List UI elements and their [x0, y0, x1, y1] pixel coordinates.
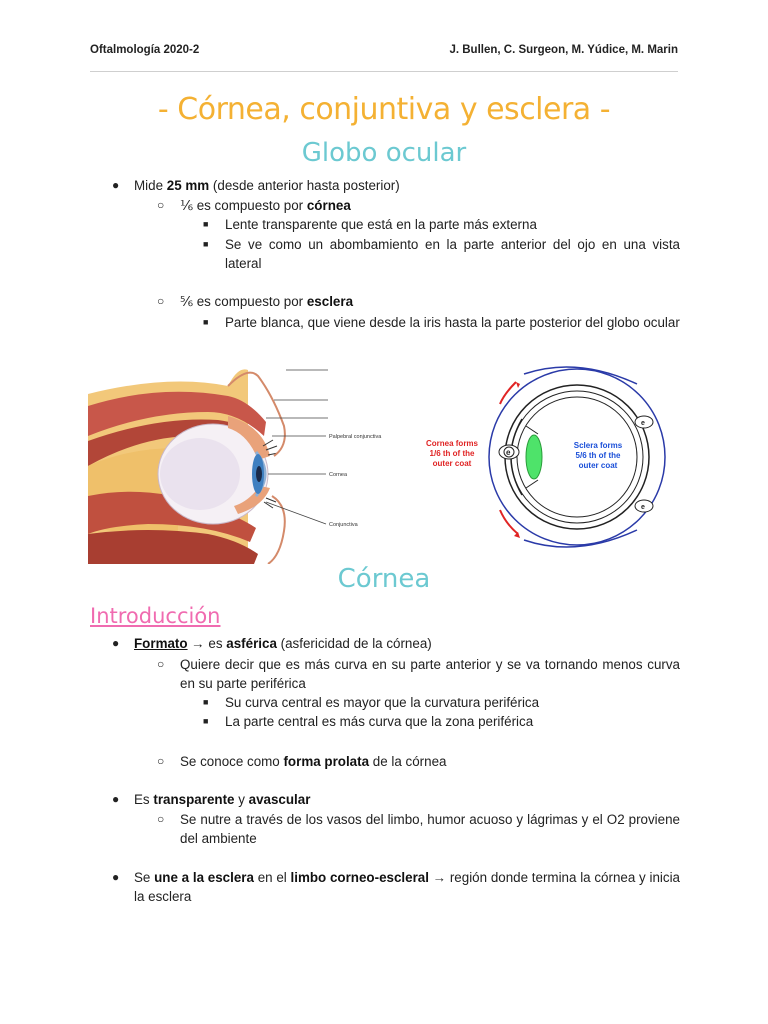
bullet-esclera-sixth: ⅚ es compuesto por esclera [180, 294, 354, 309]
bullet-l1: ● [112, 636, 120, 650]
bullet-l3: ■ [203, 697, 209, 707]
document-title: - Córnea, conjuntiva y esclera - [157, 92, 611, 127]
sclera-label-line2: 5/6 th of the [576, 451, 621, 460]
eye-anatomy-figure: Palpebral conjunctiva Cornea Conjunctiva [88, 356, 398, 564]
cornea-label-line1: Cornea forms [426, 439, 479, 448]
bullet-lente: Lente transparente que está en la parte … [225, 217, 537, 232]
bullet-nutre: Se nutre a través de los vasos del limbo… [180, 812, 680, 846]
bullet-l3: ■ [203, 317, 209, 327]
bullet-limbo: Se une a la esclera en el limbo corneo-e… [134, 870, 681, 904]
bullet-l2: ○ [157, 198, 165, 212]
cornea-label-line3: outer coat [433, 459, 472, 468]
svg-text:e: e [641, 420, 645, 427]
bullet-l3: ■ [203, 239, 209, 249]
eye-logo-icon: e [498, 444, 520, 460]
sclera-label-line3: outer coat [579, 461, 618, 470]
eye-logo-icon: e [634, 415, 654, 429]
subheading-introduccion: Introducción [90, 604, 221, 628]
bullet-l2: ○ [157, 812, 165, 826]
eye-coat-diagram: e e e Cornea forms 1/6 th of the outer c… [412, 364, 682, 550]
label-palpebral-conjunctiva: Palpebral conjunctiva [329, 434, 382, 440]
bullet-parte-central: La parte central es más curva que la zon… [225, 714, 534, 729]
bullet-l3: ■ [203, 716, 209, 726]
svg-text:e: e [641, 504, 645, 511]
svg-text:e: e [506, 448, 511, 457]
bullet-parte-blanca: Parte blanca, que viene desde la iris ha… [225, 315, 680, 330]
header-course: Oftalmología 2020-2 [90, 44, 200, 56]
bullet-transparente: Es transparente y avascular [134, 792, 311, 807]
bullet-l2: ○ [157, 754, 165, 768]
bullet-mide: Mide 25 mm (desde anterior hasta posteri… [134, 178, 400, 193]
bullet-l1: ● [112, 870, 120, 884]
cornea-label-line2: 1/6 th of the [430, 449, 475, 458]
header-divider [90, 71, 678, 72]
bullet-formato: Formato → es asférica (asfericidad de la… [134, 636, 432, 651]
sclera-label-line1: Sclera forms [574, 441, 623, 450]
label-cornea: Cornea [329, 472, 348, 478]
bullet-curva-central: Su curva central es mayor que la curvatu… [225, 695, 540, 710]
eye-logo-icon: e [634, 499, 654, 513]
bullet-curva: Quiere decir que es más curva en su part… [180, 657, 680, 691]
bullet-l1: ● [112, 792, 120, 806]
label-conjunctiva: Conjunctiva [329, 522, 359, 528]
bullet-l2: ○ [157, 294, 165, 308]
heading-cornea: Córnea [337, 564, 431, 594]
bullet-forma-prolata: Se conoce como forma prolata de la córne… [180, 754, 447, 769]
bullet-l3: ■ [203, 219, 209, 229]
bullet-cornea-sixth: ⅙ es compuesto por córnea [180, 198, 351, 213]
header-authors: J. Bullen, C. Surgeon, M. Yúdice, M. Mar… [449, 44, 678, 56]
heading-globo-ocular: Globo ocular [301, 138, 467, 168]
bullet-l1: ● [112, 178, 120, 192]
bullet-abombamiento: Se ve como un abombamiento en la parte a… [225, 237, 680, 271]
page-header: Oftalmología 2020-2 J. Bullen, C. Surgeo… [90, 44, 678, 62]
bullet-l2: ○ [157, 657, 165, 671]
